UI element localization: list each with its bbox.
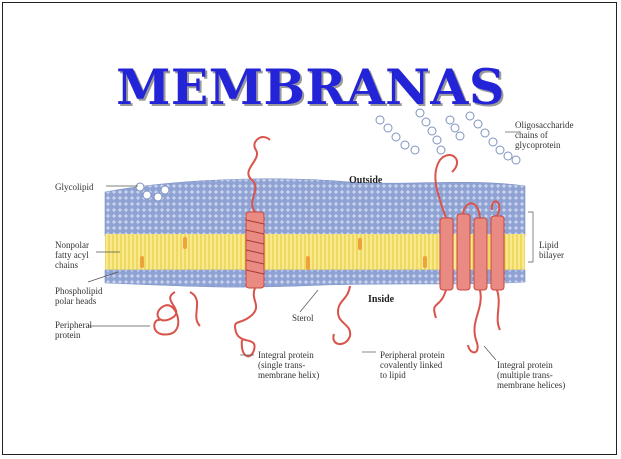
- peripheral-protein-left: [154, 292, 200, 335]
- label-lipid-bilayer: Lipid bilayer: [539, 240, 564, 260]
- label-inside: Inside: [368, 295, 394, 305]
- page-title: MEMBRANAS: [0, 58, 621, 116]
- label-outside: Outside: [349, 176, 382, 186]
- label-integral-multiple: Integral protein (multiple trans- membra…: [497, 360, 565, 390]
- peripheral-protein-covalent: [333, 286, 350, 344]
- label-integral-single: Integral protein (single trans- membrane…: [258, 350, 319, 380]
- label-oligosaccharide: Oligosaccharide chains of glycoprotein: [515, 120, 573, 150]
- label-glycolipid: Glycolipid: [55, 182, 94, 192]
- label-peripheral-covalent: Peripheral protein covalently linked to …: [380, 350, 445, 380]
- label-phospholipid: Phospholipid polar heads: [55, 286, 103, 306]
- label-nonpolar: Nonpolar fatty acyl chains: [55, 240, 89, 270]
- label-peripheral-protein: Peripheral protein: [55, 320, 92, 340]
- label-sterol: Sterol: [292, 313, 314, 323]
